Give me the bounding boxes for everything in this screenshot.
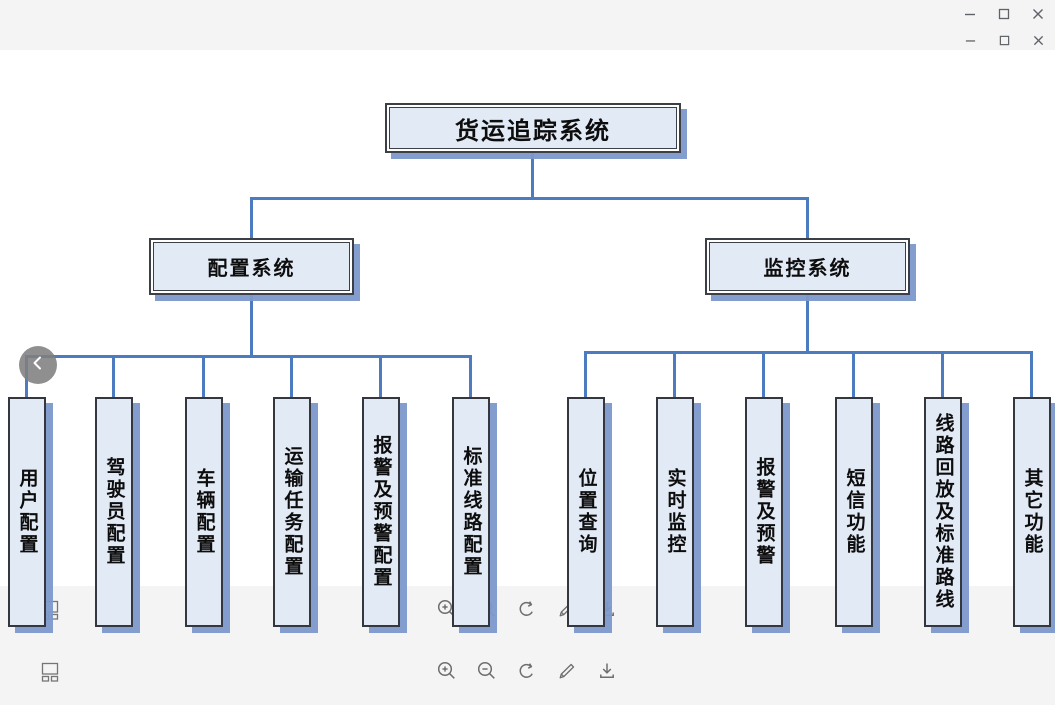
zoom-in-icon [435, 597, 459, 621]
connector-line [250, 197, 253, 238]
previous-slide-button[interactable] [19, 346, 57, 384]
zoom-out-button[interactable] [474, 658, 500, 684]
refresh-button[interactable] [514, 658, 540, 684]
connector-line [584, 351, 1032, 354]
root-node-label: 货运追踪系统 [389, 107, 677, 149]
branch-node-config: 配置系统 [149, 238, 354, 295]
refresh-icon [515, 597, 539, 621]
connector-line [250, 287, 253, 358]
download-icon [595, 659, 619, 683]
tree-leaf: 标准线路配置 [452, 397, 490, 627]
connector-line [941, 351, 944, 397]
connector-line [584, 351, 587, 397]
tree-leaf: 短信功能 [835, 397, 873, 627]
connector-line [762, 351, 765, 397]
connector-line [673, 351, 676, 397]
window-controls-outer [953, 3, 1055, 25]
zoom-in-button[interactable] [434, 596, 460, 622]
bottom-toolbar [0, 586, 1055, 705]
zoom-in-button[interactable] [434, 658, 460, 684]
toolbar-row-1 [0, 586, 1055, 705]
slide-panel-button[interactable] [37, 658, 63, 684]
maximize-icon [999, 35, 1010, 46]
maximize-icon [998, 8, 1010, 20]
tree-leaf: 线路回放及标准路线 [924, 397, 962, 627]
close-icon [1032, 8, 1044, 20]
connector-line [202, 355, 205, 397]
connector-line [1030, 351, 1033, 397]
toolbar-row-2 [0, 586, 1055, 705]
connector-line [852, 351, 855, 397]
close-icon [1033, 35, 1044, 46]
branch-node-monitor: 监控系统 [705, 238, 910, 295]
root-node: 货运追踪系统 [385, 103, 681, 153]
connector-line [469, 355, 472, 397]
connector-line [806, 287, 809, 354]
maximize-button[interactable] [987, 29, 1021, 51]
connector-line [379, 355, 382, 397]
refresh-button[interactable] [514, 596, 540, 622]
connector-line [25, 355, 471, 358]
tree-leaf: 报警及预警 [745, 397, 783, 627]
minimize-button[interactable] [953, 29, 987, 51]
branch-node-config-label: 配置系统 [153, 242, 350, 291]
connector-line [290, 355, 293, 397]
tree-leaf: 位置查询 [567, 397, 605, 627]
connector-line [806, 197, 809, 238]
title-bar [0, 0, 1055, 50]
download-button[interactable] [594, 658, 620, 684]
minimize-icon [965, 35, 976, 46]
tree-leaf: 运输任务配置 [273, 397, 311, 627]
connector-line [531, 145, 534, 200]
edit-pencil-icon [555, 659, 579, 683]
minimize-icon [964, 8, 976, 20]
chevron-left-icon [28, 353, 48, 378]
connector-line [250, 197, 809, 200]
window-controls-inner [953, 29, 1055, 51]
close-button[interactable] [1021, 29, 1055, 51]
minimize-button[interactable] [953, 3, 987, 25]
refresh-icon [515, 659, 539, 683]
branch-node-monitor-label: 监控系统 [709, 242, 906, 291]
tree-leaf: 实时监控 [656, 397, 694, 627]
edit-button[interactable] [554, 658, 580, 684]
tree-leaf: 报警及预警配置 [362, 397, 400, 627]
slide-panel-icon [38, 659, 62, 683]
tree-leaf: 驾驶员配置 [95, 397, 133, 627]
tree-leaf: 车辆配置 [185, 397, 223, 627]
maximize-button[interactable] [987, 3, 1021, 25]
tree-leaf: 其它功能 [1013, 397, 1051, 627]
tree-leaf: 用户配置 [8, 397, 46, 627]
slide-canvas: 货运追踪系统 配置系统 监控系统 用户配置 驾驶员配置 车辆配置 运输任务配置 … [0, 50, 1055, 627]
close-button[interactable] [1021, 3, 1055, 25]
zoom-out-icon [475, 659, 499, 683]
connector-line [112, 355, 115, 397]
zoom-in-icon [435, 659, 459, 683]
